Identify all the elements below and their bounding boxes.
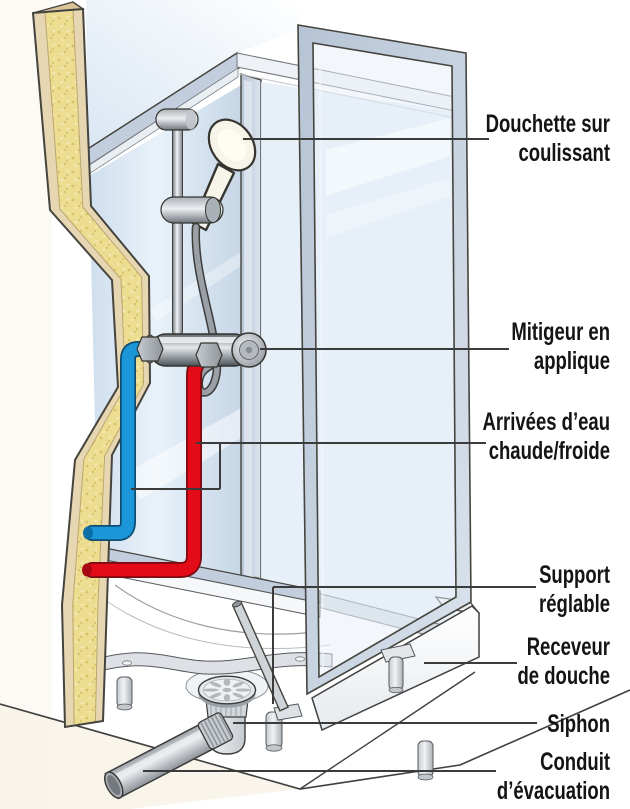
door-frame xyxy=(297,24,472,696)
tray-substructure xyxy=(103,600,434,800)
mixer-nut-right xyxy=(195,342,223,368)
support-foot-1 xyxy=(116,676,133,711)
rail-slider xyxy=(160,196,224,224)
wall-panel-outer xyxy=(33,12,126,727)
shower-door xyxy=(297,24,472,696)
label-siphon: Siphon xyxy=(547,710,610,738)
label-receveur: Receveur de douche xyxy=(517,633,610,690)
siphon-nut xyxy=(197,712,234,750)
support-rail xyxy=(103,652,333,675)
tray-basin-line xyxy=(114,584,317,635)
ambient-wash xyxy=(86,0,300,148)
mixer-tap xyxy=(136,332,267,368)
grate-pinwheel xyxy=(203,678,251,702)
rail-bar xyxy=(172,117,183,337)
label-douchette: Douchette sur coulissant xyxy=(485,110,610,167)
tray-basin-line xyxy=(104,599,331,650)
support-foot-front xyxy=(417,740,434,781)
cold-water-pipe xyxy=(83,341,160,541)
support-foot-2 xyxy=(265,711,283,752)
mixer-nut-left xyxy=(136,336,164,362)
label-support: Support réglable xyxy=(539,561,610,618)
door-glass xyxy=(313,43,456,676)
callout-lines xyxy=(131,138,537,772)
wall-panel-inner xyxy=(73,9,150,722)
label-arrivees: Arrivées d’eau chaude/froide xyxy=(482,408,610,465)
label-mitigeur: Mitigeur en applique xyxy=(511,318,610,375)
evacuation-pipe xyxy=(103,713,233,800)
label-conduit: Conduit d’évacuation xyxy=(496,748,610,805)
support-foot-3 xyxy=(380,643,416,694)
